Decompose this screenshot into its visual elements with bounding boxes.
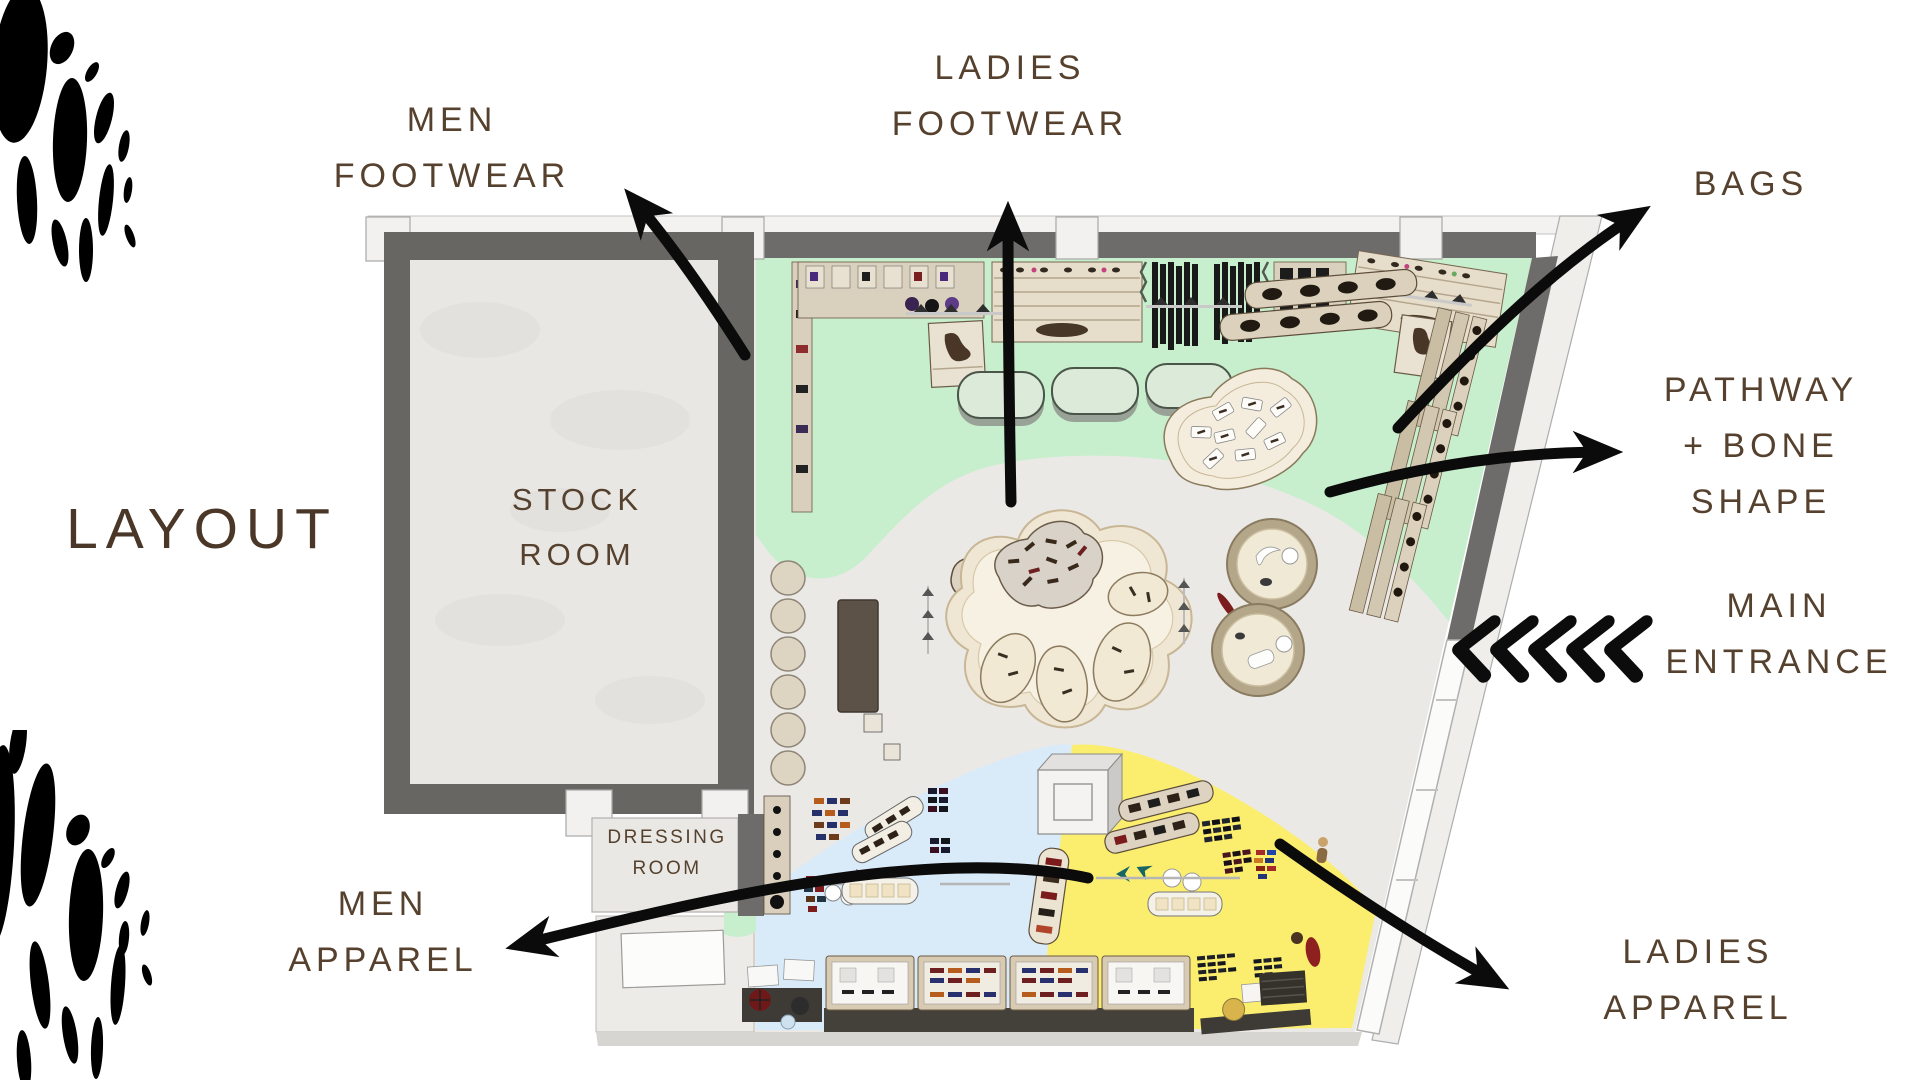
arrow-men-apparel: [505, 862, 1094, 958]
display-bench: [1118, 780, 1214, 822]
bag-bench: [1219, 300, 1393, 341]
light-stand: [922, 586, 934, 654]
entrance-chevrons-icon: [1452, 615, 1653, 683]
cash-desk: [620, 929, 726, 989]
entrance-details: [1258, 837, 1328, 1006]
label-dressing-room: DRESSING ROOM: [607, 827, 727, 879]
boot-stand: [927, 320, 987, 388]
floor-plinth: [596, 1032, 1362, 1046]
white-bench: [1147, 891, 1223, 917]
label-men-footwear: MEN FOOTWEAR: [333, 101, 571, 195]
bone-shape-display: [1163, 367, 1318, 491]
display-bench: [1104, 812, 1200, 854]
label-men-apparel: MEN APPAREL: [288, 885, 478, 979]
arrow-ladies-apparel: [1274, 838, 1510, 990]
tilted-bench: [851, 820, 913, 864]
brown-table: [837, 599, 879, 713]
merch-table: [1009, 955, 1099, 1011]
decorative-spots-top-left: [0, 0, 136, 282]
shoe-rack-cluster: [1196, 953, 1312, 1035]
bottom-display-tables: [742, 953, 1312, 1035]
cube-display: [1036, 752, 1124, 836]
merch-table: [917, 955, 1007, 1011]
dark-rack: [928, 788, 950, 853]
light-stand: [1178, 578, 1190, 644]
page-title: LAYOUT: [66, 497, 338, 561]
stock-room-area: [384, 232, 754, 837]
bag-bench: [1244, 268, 1418, 309]
annotation-arrows: [505, 188, 1651, 990]
label-pathway-bone-shape: PATHWAY + BONE SHAPE: [1663, 371, 1859, 521]
barrel-displays: [770, 560, 806, 786]
arrow-pathway: [1324, 430, 1624, 498]
merch-table: [825, 955, 915, 1011]
dark-racks: [1201, 816, 1252, 874]
label-stock-room: STOCK ROOM: [511, 482, 644, 572]
merch-table: [1101, 955, 1191, 1011]
men-apparel-fixtures: [788, 788, 1010, 912]
decorative-spots-bottom-left: [0, 730, 153, 1080]
colorful-stack: [1254, 850, 1276, 879]
label-ladies-apparel: LADIES APPAREL: [1603, 933, 1793, 1027]
round-bag-tables: [1211, 518, 1318, 697]
pathway-props: [837, 578, 1190, 761]
white-bench: [841, 877, 919, 905]
arrow-bags: [1392, 205, 1651, 434]
label-ladies-footwear: LADIES FOOTWEAR: [891, 49, 1129, 143]
central-paw-display: [945, 509, 1193, 729]
central-shoe-pad: [994, 520, 1104, 609]
label-bags: BAGS: [1693, 165, 1809, 203]
label-main-entrance: MAIN ENTRANCE: [1665, 587, 1893, 681]
folded-stacks: [812, 798, 850, 840]
arrow-ladies-footwear: [986, 200, 1030, 508]
arrow-men-footwear: [624, 188, 751, 361]
oval-shoe-pads: [979, 571, 1169, 723]
tilted-bench: [864, 795, 924, 842]
